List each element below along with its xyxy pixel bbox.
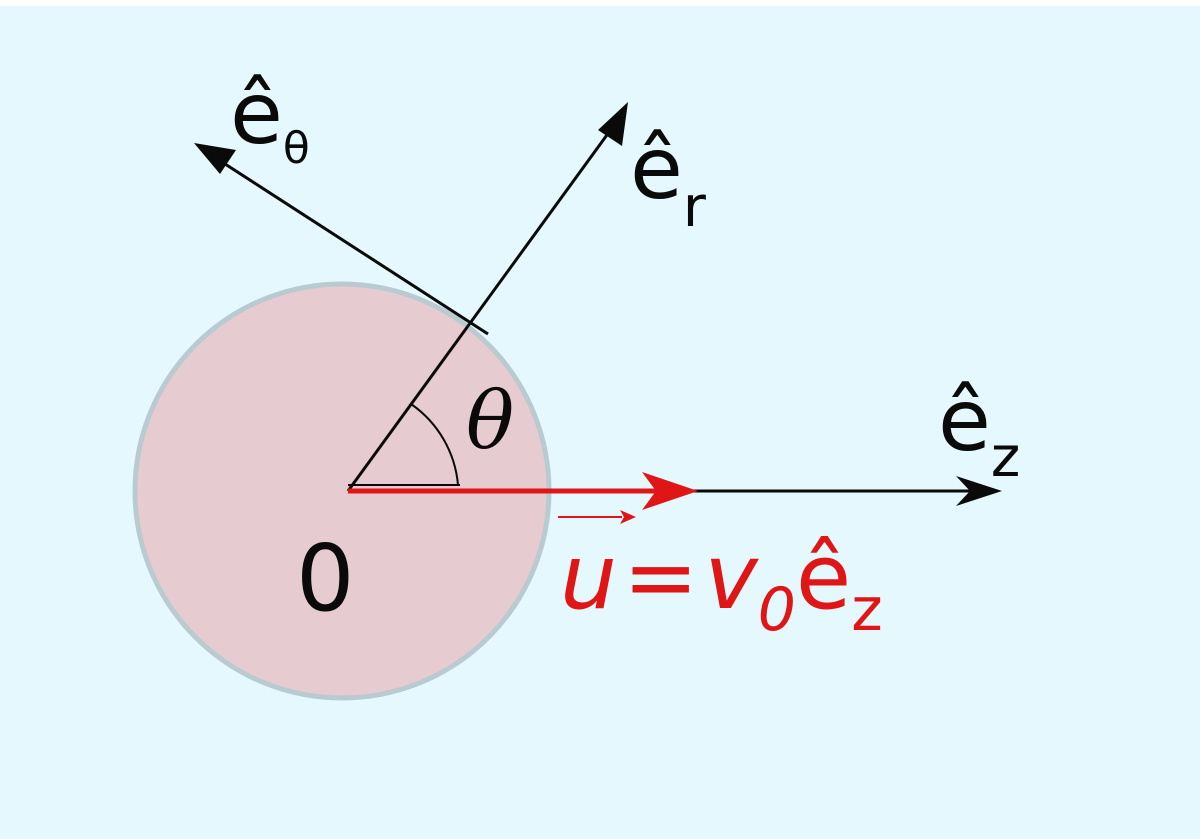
velocity-e-sub: z [851,575,883,645]
velocity-u: u [560,525,617,630]
e-theta-base: ê [230,64,283,164]
e-z-sub: z [991,425,1020,490]
e-theta-arrowhead [194,143,236,174]
e-theta-label: êθ [230,64,310,174]
origin-label: 0 [296,525,355,632]
velocity-arrowhead [642,472,698,510]
theta-angle-arc [410,403,459,486]
e-z-base: ê [938,371,991,471]
vector-over-arrowhead [620,510,636,524]
e-z-label: êz [938,371,1020,490]
velocity-v: v [704,525,759,630]
theta-label: θ [466,374,514,467]
sphere [135,284,549,698]
velocity-v-sub: 0 [758,575,796,645]
velocity-equals: = [623,525,698,630]
e-r-arrowhead [598,102,628,146]
velocity-equation: u=v0êz [560,525,883,645]
e-r-label: êr [630,119,707,240]
e-r-base: ê [630,119,683,219]
velocity-e: ê [796,525,851,630]
e-theta-sub: θ [283,123,310,174]
e-r-sub: r [683,175,707,240]
e-z-arrowhead [956,476,1002,506]
e-r-axis [346,127,614,492]
e-theta-axis [221,160,489,336]
